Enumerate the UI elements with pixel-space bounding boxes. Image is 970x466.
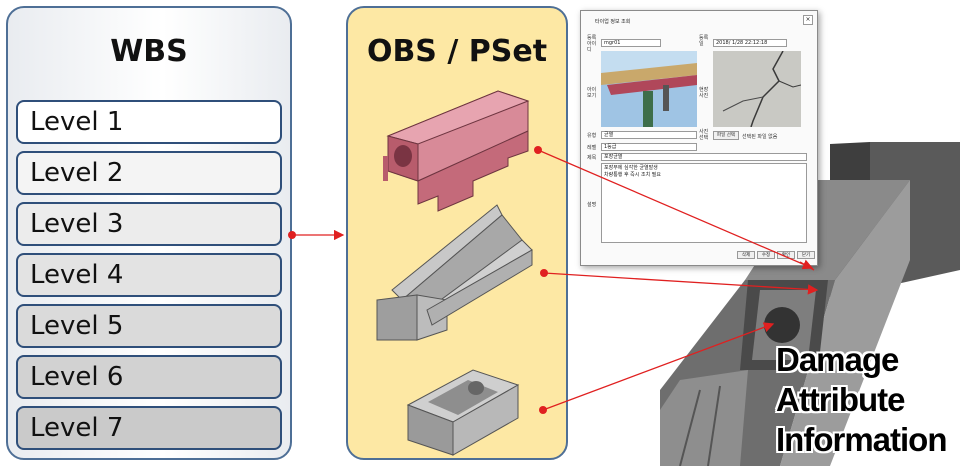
wbs-level-6[interactable]: Level 6 (16, 355, 282, 399)
ok-button[interactable]: 확인 (777, 251, 795, 259)
edit-button[interactable]: 수정 (757, 251, 775, 259)
delete-button[interactable]: 삭제 (737, 251, 755, 259)
damage-label-line-1: Damage (776, 341, 899, 378)
wbs-level-1[interactable]: Level 1 (16, 100, 282, 144)
id-label: 등록 아이 디 (587, 35, 597, 53)
part-gray-clip (406, 369, 520, 456)
type-label: 유형 (587, 133, 597, 139)
close-icon[interactable]: × (803, 15, 813, 25)
close-button[interactable]: 닫기 (797, 251, 815, 259)
wbs-level-list: Level 1 Level 2 Level 3 Level 4 Level 5 … (16, 100, 282, 457)
wbs-level-2[interactable]: Level 2 (16, 151, 282, 195)
part-gray-bracket (376, 204, 533, 341)
wbs-level-4[interactable]: Level 4 (16, 253, 282, 297)
wbs-title: WBS (110, 34, 188, 69)
dialog-title: 타이업 정보 조회 (595, 19, 631, 25)
date-label: 등록 일 (699, 35, 709, 47)
file-label: 사진 선택 (699, 129, 709, 141)
damage-label-line-2: Attribute (776, 381, 905, 418)
type-select[interactable]: 균열 (601, 131, 697, 139)
damage-info-dialog: 타이업 정보 조회 × 등록 아이 디 mgr01 등록 일 2018/ 1/2… (580, 10, 818, 266)
level-label: 레벨 (587, 145, 597, 151)
description-textarea[interactable]: 포장부에 심각한 균열발생 차량통행 후 즉시 조치 필요 (601, 163, 807, 243)
subject-field[interactable]: 포장균열 (601, 153, 807, 161)
file-status-text: 선택된 파일 없음 (742, 134, 778, 140)
id-field[interactable]: mgr01 (601, 39, 661, 47)
damage-label-line-3: Information (776, 421, 947, 458)
part-red-beam (383, 90, 530, 212)
damage-attribute-label: Damage Attribute Information (776, 340, 966, 460)
wbs-level-3[interactable]: Level 3 (16, 202, 282, 246)
description-line-2: 차량통행 후 즉시 조치 필요 (604, 172, 661, 178)
model-box-hole (764, 307, 800, 343)
date-field[interactable]: 2018/ 1/28 22:12:18 (713, 39, 787, 47)
wbs-level-7[interactable]: Level 7 (16, 406, 282, 450)
photo-label: 현장 사진 (699, 87, 709, 99)
obs-pset-title: OBS / PSet (366, 34, 548, 69)
file-select-button[interactable]: 파일 선택 (713, 131, 739, 140)
description-line-1: 포장부에 심각한 균열발생 (604, 165, 658, 171)
model-girder-right (780, 180, 910, 466)
level-select[interactable]: 1등급 (601, 143, 697, 151)
wbs-panel: WBS Level 1 Level 2 Level 3 Level 4 Leve… (6, 6, 292, 460)
wbs-level-5[interactable]: Level 5 (16, 304, 282, 348)
member-label: 아이 보기 (587, 87, 597, 99)
desc-label: 설명 (587, 202, 597, 208)
member-preview-image (601, 51, 697, 127)
subject-label: 제목 (587, 155, 597, 161)
site-photo-image (713, 51, 801, 127)
